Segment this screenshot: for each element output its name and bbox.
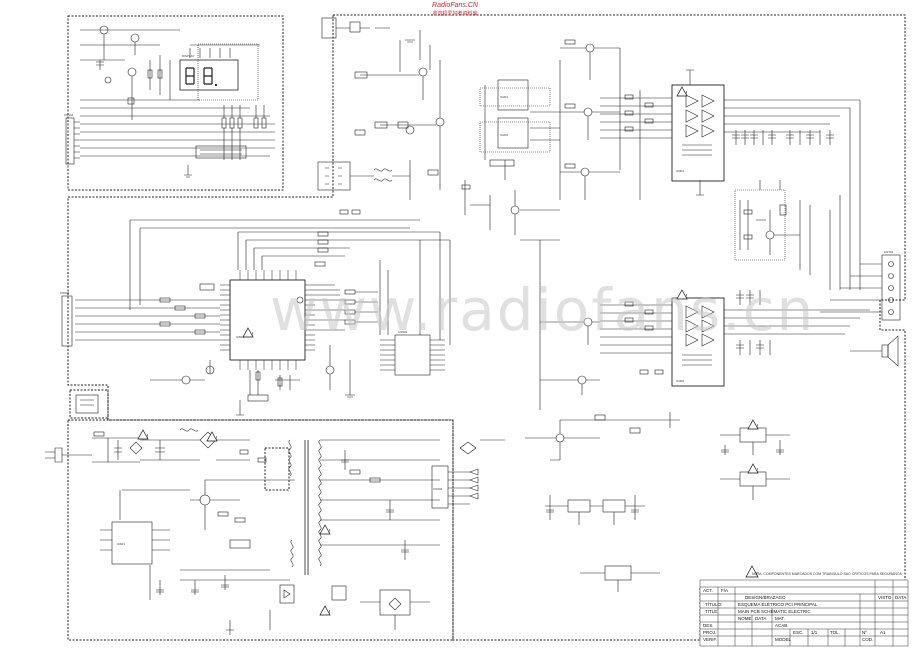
mcu-section [61, 209, 451, 416]
title-value: MAIN PCB SCHEMATIC ELECTRIC [738, 609, 811, 614]
regulator-2 [739, 471, 767, 487]
speaker-icon [850, 335, 899, 367]
svg-text:!: ! [686, 294, 688, 300]
esc-value: 1/1 [811, 630, 818, 635]
svg-text:CN501: CN501 [60, 291, 70, 295]
model-label: MODEL [775, 637, 792, 642]
svg-text:!: ! [756, 572, 758, 578]
esc-label: ESC. [793, 630, 804, 635]
svg-text:CN502: CN502 [398, 330, 408, 334]
fa-label: F/A [721, 588, 729, 593]
pwm-controller [111, 521, 153, 565]
svg-text:!: ! [686, 91, 688, 97]
amp-ic-lower [671, 297, 725, 387]
n-value: A1 [880, 630, 886, 635]
safety-note: NOTA: COMPONENTES MARCADOS COM TRIANGULO… [752, 572, 902, 576]
switch-ic [497, 79, 529, 111]
preamp-section [317, 17, 641, 235]
site-watermark: RadioFans.CN 收音机爱好者资料库 [400, 2, 510, 18]
svg-text:!: ! [147, 434, 149, 440]
svg-text:IC201: IC201 [500, 95, 508, 99]
regulator-section [525, 412, 790, 592]
svg-text:IC301: IC301 [676, 169, 684, 173]
standby-circuit [75, 394, 99, 414]
svg-text:CN701: CN701 [884, 250, 894, 254]
regulator-1 [739, 427, 767, 443]
des-label: DES. [703, 623, 714, 628]
svg-text:IC501: IC501 [236, 335, 244, 339]
tuner-connector-outline [264, 447, 290, 491]
title-label: TITLE: [705, 609, 719, 614]
protection-circuit [734, 180, 811, 275]
svg-text:!: ! [252, 332, 254, 338]
verif-label: VERIF. [703, 637, 718, 642]
power-supply-outline [67, 419, 454, 641]
power-amp-upper [600, 69, 861, 290]
titulo-label: TÍTULO: [705, 602, 723, 607]
act-label: ACT. [703, 588, 713, 593]
data2-label: DATA [755, 616, 767, 621]
data-label: DATA [895, 595, 907, 600]
standby-outline [69, 389, 109, 419]
main-board-outline [67, 14, 906, 641]
svg-text:!: ! [216, 436, 218, 442]
selector-ic [497, 117, 529, 149]
acab-label: ACAB. [775, 623, 789, 628]
speaker-terminal [820, 254, 901, 321]
power-amp-lower [520, 239, 870, 410]
amp-ic-upper [671, 84, 725, 182]
svg-text:!: ! [329, 529, 331, 535]
svg-text:IC601: IC601 [117, 542, 125, 546]
proj-label: PROJ. [703, 630, 717, 635]
svg-text:CN101: CN101 [64, 113, 74, 117]
svg-text:!: ! [757, 424, 759, 430]
regulator-4 [602, 499, 626, 513]
svg-text:!: ! [329, 610, 331, 616]
regulator-5 [604, 565, 632, 581]
speaker-connector [317, 161, 351, 191]
svg-text:!: ! [757, 468, 759, 474]
mat-label: MAT. [775, 616, 785, 621]
visto-label: VISTO [878, 595, 892, 600]
power-supply-circuit [92, 428, 505, 635]
output-connector [431, 465, 449, 509]
site-watermark-name: RadioFans.CN [432, 2, 478, 9]
ac-plug-icon [45, 447, 92, 463]
titulo-value: ESQUEMA ELÉTRICO PCI PRINCIPAL [738, 602, 818, 607]
display-connector [195, 145, 247, 159]
seven-segment-display [179, 59, 239, 91]
svg-text:IC202: IC202 [500, 133, 508, 137]
warning-triangle-icon [137, 86, 759, 616]
block-outlines [67, 14, 906, 641]
background-watermark: www.radiofans.cn [270, 276, 816, 344]
site-watermark-cn: 收音机爱好者资料库 [432, 11, 478, 17]
svg-text:DISPLAY: DISPLAY [182, 54, 194, 58]
design-label: DESIGN/BRAZAGO [745, 595, 786, 600]
display-board-circuit [65, 25, 275, 178]
title-block-grid [699, 579, 909, 647]
regulator-3 [567, 499, 591, 513]
nome-label: NOME [738, 616, 752, 621]
svg-text:CN601: CN601 [433, 487, 443, 491]
display-board-outline [67, 15, 284, 191]
svg-text:IC302: IC302 [676, 379, 684, 383]
tol-label: TOL. [830, 630, 840, 635]
n-label: Nº [862, 630, 867, 635]
cod-label: COD. [862, 637, 874, 642]
